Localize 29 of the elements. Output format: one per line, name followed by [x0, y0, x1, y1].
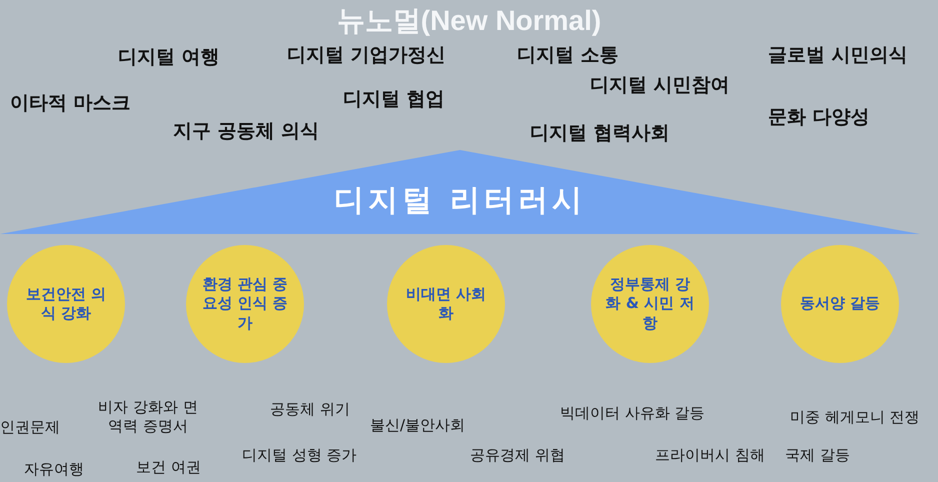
text-label: 자유여행	[24, 460, 84, 479]
text-label: 디지털 성형 증가	[242, 446, 357, 465]
circle-label: 보건안전 의식 강화	[24, 284, 108, 324]
text-label: 빅데이터 사유화 갈등	[560, 404, 705, 423]
circle-label: 환경 관심 중요성 인식 증가	[201, 274, 289, 334]
text-label: 공동체 위기	[270, 400, 350, 419]
text-label: 문화 다양성	[768, 105, 870, 130]
text-label: 불신/불안사회	[370, 416, 466, 435]
circle-label: 비대면 사회화	[404, 284, 488, 324]
text-label: 디지털 협업	[343, 87, 445, 112]
text-label: 디지털 소통	[517, 43, 619, 68]
text-label: 보건 여권	[136, 458, 201, 477]
text-label: 인권문제	[0, 418, 60, 437]
circle-label: 동서양 갈등	[798, 294, 882, 314]
text-label: 디지털 여행	[118, 45, 220, 70]
text-label: 미중 헤게모니 전쟁	[790, 408, 920, 427]
text-label: 프라이버시 침해	[655, 446, 765, 465]
circle-label: 정부통제 강화 & 시민 저항	[605, 274, 695, 334]
text-label: 국제 갈등	[785, 446, 850, 465]
text-label: 디지털 협력사회	[530, 121, 670, 146]
text-label: 디지털 기업가정신	[287, 43, 446, 68]
text-label: 글로벌 시민의식	[768, 43, 908, 68]
text-label: 공유경제 위협	[470, 446, 565, 465]
title-watermark-text: 뉴노멀(New Normal)	[336, 4, 602, 38]
text-label: 비자 강화와 면역력 증명서	[98, 398, 198, 436]
text-label: 디지털 시민참여	[590, 73, 730, 98]
text-label: 지구 공동체 의식	[173, 119, 320, 144]
text-label: 이타적 마스크	[10, 91, 131, 116]
triangle-label: 디지털 리터러시	[332, 182, 588, 220]
